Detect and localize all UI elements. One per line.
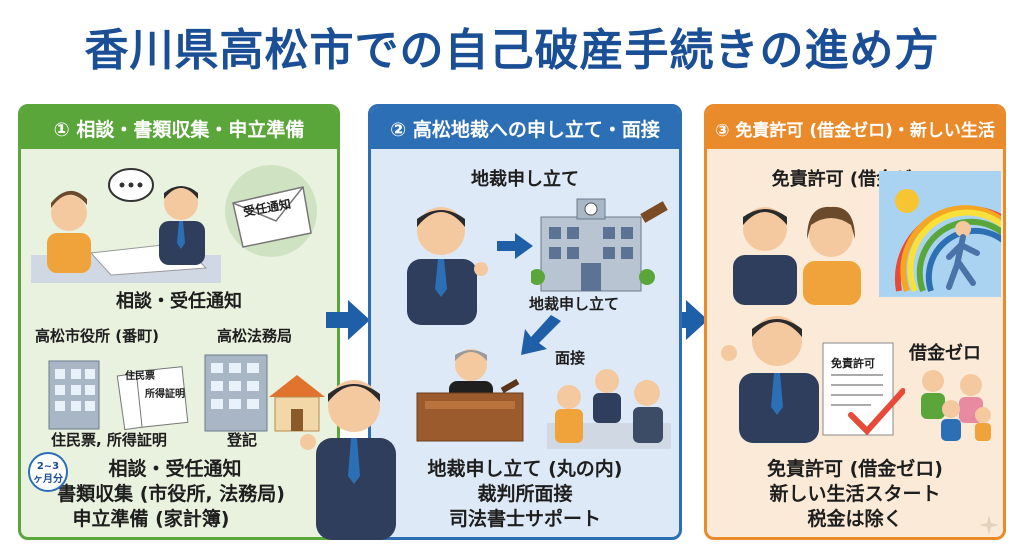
step3-summary-3: 税金は除く xyxy=(807,508,903,530)
arrow-right-1-icon xyxy=(326,300,370,340)
consultation-illustration xyxy=(31,168,221,283)
step1-summary-3: 申立準備 (家計簿) xyxy=(72,508,230,530)
step2-header: ② 高松地裁への申し立て・面接 xyxy=(371,107,679,149)
city-office-label: 高松市役所 (番町) xyxy=(35,327,159,345)
city-office-building-icon xyxy=(48,360,189,431)
interview-label: 面接 xyxy=(555,349,586,367)
step3-panel: ③ 免責許可 (借金ゼロ)・新しい生活 免責許可 (借金ゼロ) 免責許可 借 xyxy=(704,104,1006,540)
court-building-icon xyxy=(531,198,668,292)
step2-panel: ② 高松地裁への申し立て・面接 地裁申し立て 地裁申し立て 面接 xyxy=(368,104,682,540)
interview-illustration xyxy=(547,369,671,449)
step3-summary-1: 免責許可 (借金ゼロ) xyxy=(767,458,943,480)
small-arrow-down-left-icon xyxy=(521,315,561,355)
rainbow-scene-illustration xyxy=(879,171,1001,297)
sparkle-icon xyxy=(979,515,999,535)
legal-bureau-building-icon xyxy=(204,354,325,432)
consultation-label: 相談・受任通知 xyxy=(116,291,242,312)
judge-bench-illustration xyxy=(416,349,524,442)
step2-summary-1: 地裁申し立て (丸の内) xyxy=(427,458,623,480)
filing-title: 地裁申し立て xyxy=(471,169,579,190)
client-pointing-illustration xyxy=(407,207,488,325)
step1-summary-1: 相談・受任通知 xyxy=(108,458,242,480)
legal-bureau-label: 高松法務局 xyxy=(217,327,293,345)
step2-summary-2: 裁判所面接 xyxy=(477,483,573,505)
filing-subcaption: 地裁申し立て xyxy=(529,295,620,313)
badge-line-1: 2~3 xyxy=(36,461,60,472)
certificate-label: 免責許可 xyxy=(831,357,875,370)
step2-summary-3: 司法書士サポート xyxy=(448,508,601,530)
badge-line-2: ヶ月分 xyxy=(33,474,63,485)
happy-couple-illustration xyxy=(733,206,861,305)
step3-summary-2: 新しい生活スタート xyxy=(769,483,941,505)
step1-header: ① 相談・書類収集・申立準備 xyxy=(21,107,337,149)
duration-badge: 2~3 ヶ月分 xyxy=(28,452,68,492)
document-resident: 住民票 xyxy=(125,371,155,382)
document-income: 所得証明 xyxy=(145,389,185,400)
step3-header: ③ 免責許可 (借金ゼロ)・新しい生活 xyxy=(707,107,1003,149)
family-illustration xyxy=(921,370,991,441)
small-arrow-right-icon xyxy=(497,233,533,259)
registry-caption: 登記 xyxy=(227,431,258,449)
zero-debt-label: 借金ゼロ xyxy=(909,343,981,364)
step1-panel: ① 相談・書類収集・申立準備 受任通知 相談・受任通知 高松市役所 (番町) 高… xyxy=(18,104,340,540)
docs-caption: 住民票, 所得証明 xyxy=(51,431,167,449)
arrow-right-2-icon xyxy=(664,300,708,340)
guide-pointing-illustration xyxy=(300,380,396,540)
certificate-icon xyxy=(822,342,905,436)
discharged-man-illustration xyxy=(721,316,819,443)
step1-summary-2: 書類収集 (市役所, 法務局) xyxy=(57,483,285,505)
envelope-icon xyxy=(225,165,317,257)
page-title: 香川県高松市での自己破産手続きの進め方 xyxy=(84,25,940,76)
